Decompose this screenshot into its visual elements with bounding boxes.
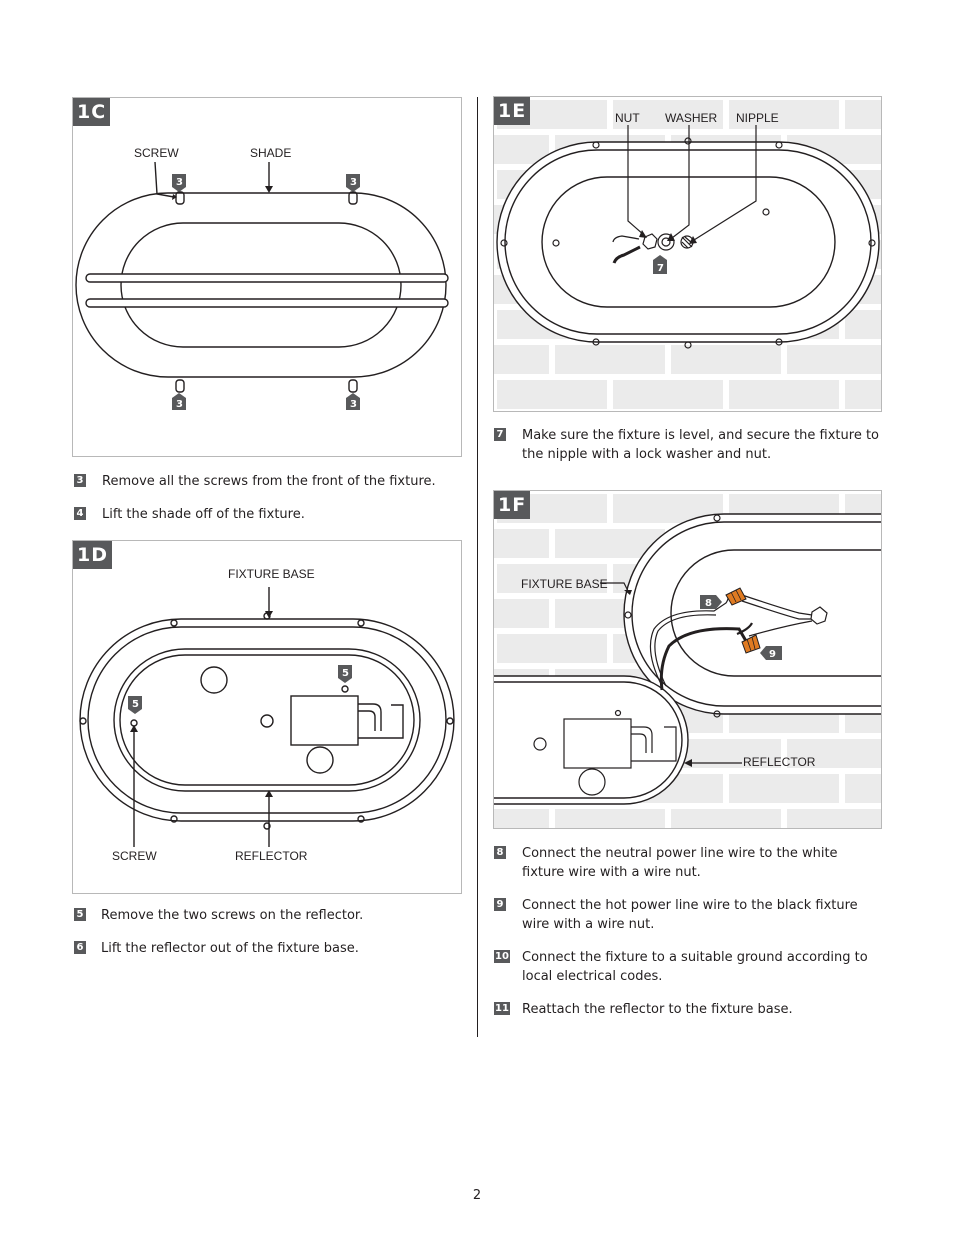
figure-label: 1D xyxy=(73,541,112,569)
svg-text:3: 3 xyxy=(176,177,183,188)
wiring-illustration: 8 9 xyxy=(494,491,881,828)
step-number: 8 xyxy=(494,846,506,859)
column-divider xyxy=(477,97,478,1037)
nut-label: NUT xyxy=(615,111,640,125)
reflector-label: REFLECTOR xyxy=(235,849,308,863)
svg-text:3: 3 xyxy=(350,177,357,188)
shade-label: SHADE xyxy=(250,146,292,160)
fixture-base-illustration: 5 5 xyxy=(79,587,455,847)
mounting-illustration: 7 xyxy=(494,97,881,411)
step-number: 5 xyxy=(74,908,86,921)
washer-label: WASHER xyxy=(665,111,718,125)
step-text: Connect the hot power line wire to the b… xyxy=(522,898,858,932)
svg-text:8: 8 xyxy=(705,598,712,609)
step-3: 3 Remove all the screws from the front o… xyxy=(74,472,454,491)
step-4: 4 Lift the shade off of the fixture. xyxy=(74,505,454,524)
badge-3: 3 xyxy=(172,174,186,192)
step-text: Remove the two screws on the reflector. xyxy=(101,908,364,923)
step-number: 10 xyxy=(494,950,510,963)
step-7: 7 Make sure the fixture is level, and se… xyxy=(494,426,882,464)
badge-5: 5 xyxy=(338,665,352,683)
badge-3: 3 xyxy=(346,393,360,410)
svg-text:3: 3 xyxy=(176,399,183,410)
step-text: Connect the neutral power line wire to t… xyxy=(522,846,838,880)
step-text: Lift the reflector out of the fixture ba… xyxy=(101,941,359,956)
badge-3: 3 xyxy=(172,393,186,410)
step-text: Make sure the fixture is level, and secu… xyxy=(522,428,880,462)
svg-text:9: 9 xyxy=(769,649,776,660)
step-text: Lift the shade off of the fixture. xyxy=(102,507,305,522)
svg-text:5: 5 xyxy=(342,668,349,679)
fixture-base-label: FIXTURE BASE xyxy=(228,567,315,581)
fixture-base-label: FIXTURE BASE xyxy=(521,577,608,591)
step-11: 11 Reattach the reflector to the fixture… xyxy=(494,1000,882,1019)
figure-1d: 5 5 1D FIXTURE BASE SCREW REFLECTOR xyxy=(72,540,462,894)
badge-5: 5 xyxy=(128,696,142,714)
figure-1c: 3 3 3 3 1C SCREW SHADE xyxy=(72,97,462,457)
badge-7: 7 xyxy=(653,255,667,274)
badge-9: 9 xyxy=(760,646,782,660)
figure-1f: 8 9 1F FIXTURE BASE REFLECTOR xyxy=(493,490,882,829)
wire-nut-icon xyxy=(725,587,747,606)
page-number: 2 xyxy=(472,1188,482,1203)
svg-text:7: 7 xyxy=(657,263,664,274)
step-text: Connect the fixture to a suitable ground… xyxy=(522,950,868,984)
figure-label: 1F xyxy=(494,491,531,519)
figure-label: 1E xyxy=(494,97,531,125)
step-5: 5 Remove the two screws on the reflector… xyxy=(74,906,454,925)
shade-fixture-illustration: 3 3 3 3 xyxy=(75,161,449,410)
wire-nut-icon xyxy=(741,634,761,654)
svg-text:5: 5 xyxy=(132,699,139,710)
figure-label: 1C xyxy=(73,98,111,126)
badge-8: 8 xyxy=(700,595,722,609)
step-number: 7 xyxy=(494,428,506,441)
nipple-label: NIPPLE xyxy=(736,111,779,125)
step-number: 3 xyxy=(74,474,86,487)
step-9: 9 Connect the hot power line wire to the… xyxy=(494,896,882,934)
step-8: 8 Connect the neutral power line wire to… xyxy=(494,844,882,882)
step-number: 4 xyxy=(74,507,86,520)
screw-label: SCREW xyxy=(134,146,179,160)
step-number: 6 xyxy=(74,941,86,954)
svg-text:3: 3 xyxy=(350,399,357,410)
step-10: 10 Connect the fixture to a suitable gro… xyxy=(494,948,882,986)
screw-label: SCREW xyxy=(112,849,157,863)
badge-3: 3 xyxy=(346,174,360,192)
figure-1e: 7 1E NUT WASHER NIPPLE xyxy=(493,96,882,412)
reflector-label: REFLECTOR xyxy=(743,755,816,769)
step-number: 11 xyxy=(494,1002,510,1015)
step-text: Remove all the screws from the front of … xyxy=(102,474,436,489)
step-6: 6 Lift the reflector out of the fixture … xyxy=(74,939,454,958)
step-text: Reattach the reflector to the fixture ba… xyxy=(522,1002,793,1017)
step-number: 9 xyxy=(494,898,506,911)
